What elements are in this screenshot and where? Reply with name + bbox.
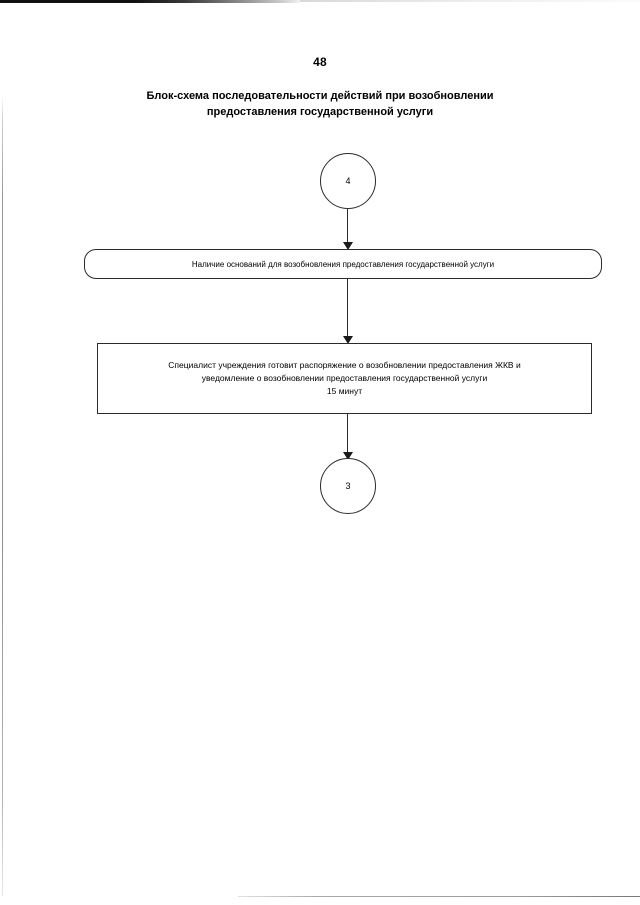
flowchart-arrowhead-2: [343, 336, 353, 344]
flowchart-node-process-line-2: уведомление о возобновлении предоставлен…: [201, 373, 488, 383]
flowchart-arrowhead-1: [343, 242, 353, 250]
flowchart-node-start-connector-label: 4: [345, 176, 351, 186]
page-title-line-1: Блок-схема последовательности действий п…: [146, 90, 494, 102]
flowchart-node-condition: Наличие оснований для возобновления пред…: [84, 249, 602, 279]
flowchart-node-end-connector-label: 3: [345, 481, 351, 491]
scan-artifact-bottom-edge: [238, 896, 640, 897]
flowchart-node-process-line-1: Специалист учреждения готовит распоряжен…: [168, 360, 521, 370]
page-title: Блок-схема последовательности действий п…: [100, 88, 540, 120]
flowchart-node-condition-label: Наличие оснований для возобновления пред…: [191, 259, 495, 269]
scan-artifact-top-edge: [0, 0, 300, 3]
flowchart-connector-1: [347, 209, 348, 242]
flowchart-node-process-body: Специалист учреждения готовит распоряжен…: [110, 359, 579, 398]
scan-artifact-left-edge: [2, 96, 3, 896]
flowchart-connector-3: [347, 414, 348, 452]
flowchart-arrowhead-3: [343, 452, 353, 460]
scan-artifact-top-edge-faint: [300, 0, 640, 2]
flowchart-node-process-line-3: 15 минут: [326, 386, 363, 396]
flowchart-node-process: Специалист учреждения готовит распоряжен…: [97, 343, 592, 414]
page-number: 48: [313, 55, 327, 69]
flowchart-node-start-connector: 4: [320, 153, 376, 209]
flowchart-connector-2: [347, 279, 348, 336]
flowchart-node-end-connector: 3: [320, 458, 376, 514]
page-title-line-2: предоставления государственной услуги: [206, 106, 434, 118]
